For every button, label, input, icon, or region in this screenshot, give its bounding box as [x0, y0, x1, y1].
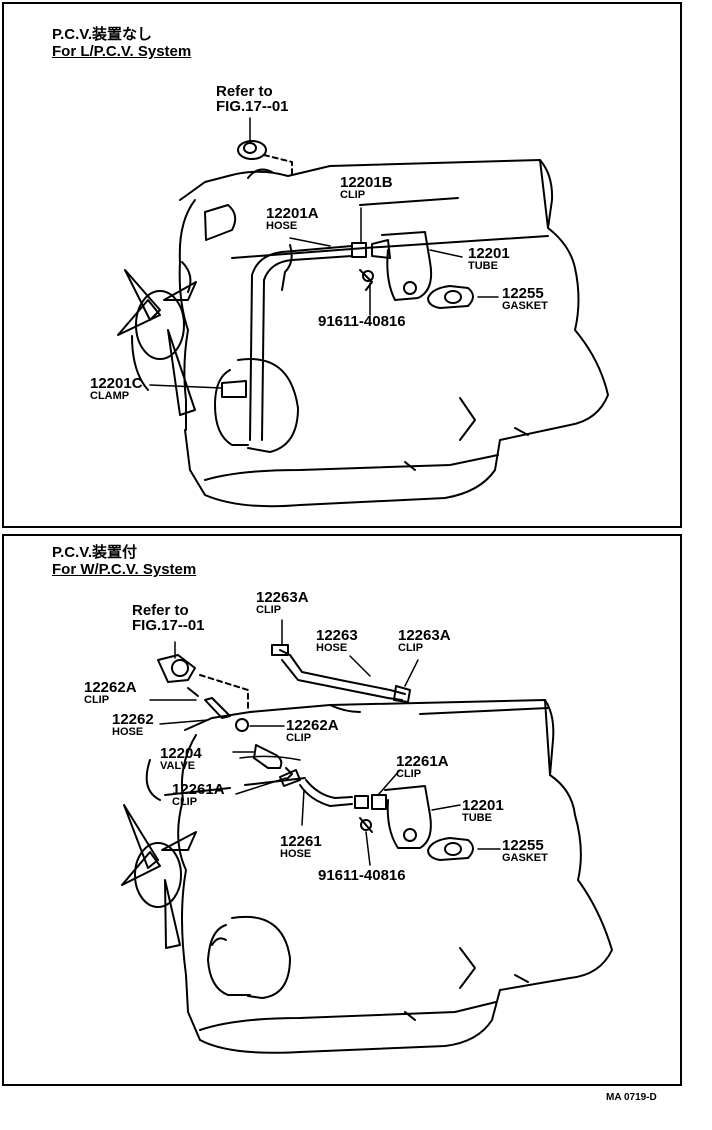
- part-name: HOSE: [112, 726, 144, 738]
- part-name: CLIP: [340, 189, 366, 201]
- part-number: 12201A: [266, 205, 319, 222]
- pcv-tube-assembly-bottom: [157, 644, 474, 861]
- part-name: HOSE: [280, 848, 312, 860]
- part-name: VALVE: [160, 760, 196, 772]
- part-label-12262-hose: 12262 HOSE: [112, 712, 154, 738]
- heading-jp: P.C.V.装置なし: [52, 26, 153, 43]
- part-number: 91611-40816: [318, 313, 406, 330]
- refer-line-1: Refer to: [132, 602, 189, 619]
- refer-line-2: FIG.17--01: [132, 617, 205, 634]
- part-name: GASKET: [502, 852, 548, 864]
- part-label-12201-tube-bottom: 12201 TUBE: [462, 798, 504, 824]
- part-number: 12262A: [84, 679, 137, 696]
- part-label-91611-40816-bottom: 91611-40816: [318, 868, 406, 883]
- refer-note-bottom: Refer to FIG.17--01: [132, 603, 205, 633]
- part-label-12201a: 12201A HOSE: [266, 206, 319, 232]
- pcv-tube-assembly-top: [221, 231, 474, 441]
- heading-with-pcv: P.C.V.装置付 For W/P.C.V. System: [52, 544, 196, 578]
- part-label-12263a-clip: 12263A CLIP: [256, 590, 309, 616]
- part-name: TUBE: [468, 260, 498, 272]
- part-name: CLIP: [286, 732, 312, 744]
- part-number: 12255: [502, 837, 544, 854]
- part-number: 12255: [502, 285, 544, 302]
- part-label-12263-hose: 12263 HOSE: [316, 628, 358, 654]
- part-label-12261-hose: 12261 HOSE: [280, 834, 322, 860]
- part-name: CLIP: [84, 694, 110, 706]
- part-label-12204-valve: 12204 VALVE: [160, 746, 202, 772]
- part-label-12201-tube: 12201 TUBE: [468, 246, 510, 272]
- part-number: 12263A: [398, 627, 451, 644]
- refer-line-1: Refer to: [216, 83, 273, 100]
- part-number: 12201: [468, 245, 510, 262]
- engine-block-top: [178, 159, 609, 508]
- heading-en: For L/P.C.V. System: [52, 43, 192, 60]
- fan-bottom: [121, 804, 197, 949]
- panel-without-pcv: [2, 2, 682, 528]
- figure-code: MA 0719-D: [606, 1092, 657, 1103]
- part-number: 12263A: [256, 589, 309, 606]
- part-number: 12263: [316, 627, 358, 644]
- part-number: 12261: [280, 833, 322, 850]
- part-name: CLIP: [172, 796, 198, 808]
- part-name: CLIP: [398, 642, 424, 654]
- part-name: HOSE: [266, 220, 298, 232]
- part-label-12255-gasket: 12255 GASKET: [502, 286, 548, 312]
- part-number: 12261A: [172, 781, 225, 798]
- heading-without-pcv: P.C.V.装置なし For L/P.C.V. System: [52, 26, 191, 60]
- panel-with-pcv: [2, 534, 682, 1086]
- part-number: 12204: [160, 745, 202, 762]
- fan-top: [117, 269, 197, 416]
- engine-block-bottom: [145, 699, 613, 1054]
- part-name: CLIP: [256, 604, 282, 616]
- part-name: GASKET: [502, 300, 548, 312]
- part-number: 12261A: [396, 753, 449, 770]
- part-name: TUBE: [462, 812, 492, 824]
- part-label-12261a-clip-2: 12261A CLIP: [172, 782, 225, 808]
- part-number: 12262: [112, 711, 154, 728]
- part-number: 91611-40816: [318, 867, 406, 884]
- part-label-12262a-clip: 12262A CLIP: [84, 680, 137, 706]
- leader-lines-top: [149, 117, 499, 389]
- part-label-12201b: 12201B CLIP: [340, 175, 393, 201]
- leader-lines-bottom: [149, 619, 501, 866]
- refer-note-top: Refer to FIG.17--01: [216, 84, 289, 114]
- part-number: 12201B: [340, 174, 393, 191]
- oil-cap-top: [237, 140, 293, 179]
- refer-line-2: FIG.17--01: [216, 98, 289, 115]
- part-label-12262a-clip-2: 12262A CLIP: [286, 718, 339, 744]
- part-number: 12201C: [90, 375, 143, 392]
- part-number: 12262A: [286, 717, 339, 734]
- part-label-91611-40816: 91611-40816: [318, 314, 406, 329]
- heading-jp: P.C.V.装置付: [52, 544, 138, 561]
- part-number: 12201: [462, 797, 504, 814]
- part-name: HOSE: [316, 642, 348, 654]
- heading-en: For W/P.C.V. System: [52, 561, 197, 578]
- part-label-12255-gasket-bottom: 12255 GASKET: [502, 838, 548, 864]
- part-label-12201c-clamp: 12201C CLAMP: [90, 376, 143, 402]
- part-name: CLAMP: [90, 390, 130, 402]
- part-name: CLIP: [396, 768, 422, 780]
- part-label-12263a-clip-2: 12263A CLIP: [398, 628, 451, 654]
- part-label-12261a-clip: 12261A CLIP: [396, 754, 449, 780]
